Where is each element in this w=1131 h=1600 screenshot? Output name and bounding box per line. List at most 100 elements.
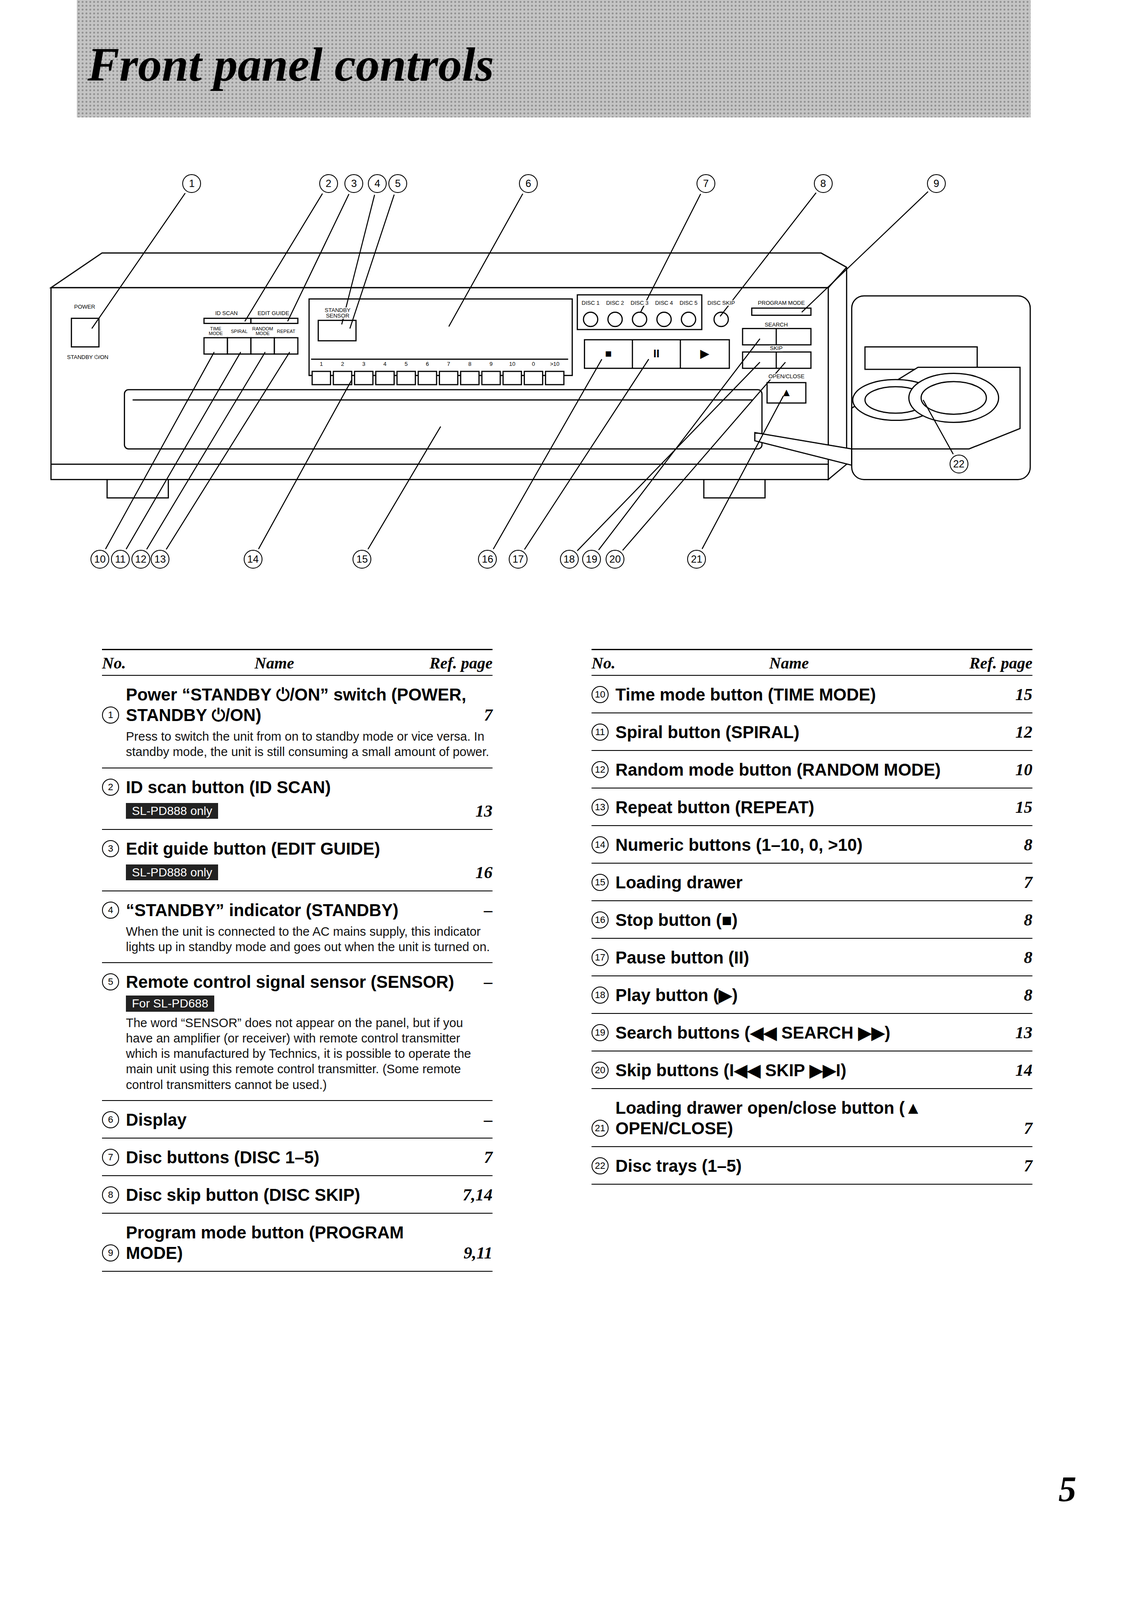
panel-marking: 7: [446, 361, 451, 368]
callout-number: 14: [243, 549, 263, 569]
model-badge: SL-PD888 only: [125, 864, 219, 881]
column-heading: No.: [102, 653, 171, 673]
panel-marking: >10: [549, 361, 560, 368]
table-row: 17Pause button (II)8: [591, 938, 1033, 977]
leader-line: [349, 194, 395, 329]
row-head: 17Pause button (II)8: [591, 947, 1033, 968]
panel-marking: 4: [382, 361, 387, 368]
sensor-window: [318, 320, 356, 341]
reference-page: 9,11: [463, 1242, 493, 1263]
page-title: Front panel controls: [87, 40, 494, 89]
leader-line: [105, 352, 215, 550]
reference-page: 8: [1023, 947, 1033, 968]
panel-marking: 1: [319, 361, 324, 368]
control-name: Loading drawer: [615, 871, 1016, 893]
player-drawing: [51, 253, 1031, 499]
reference-page: –: [483, 1109, 493, 1130]
callout-number: 4: [367, 174, 387, 193]
reference-page: 12: [1015, 721, 1033, 743]
edit-guide-button: [250, 318, 298, 324]
reference-table: No.NameRef. page10Time mode button (TIME…: [591, 648, 1033, 1185]
badge-slot: For SL-PD688: [125, 995, 215, 1012]
item-number: 8: [102, 1186, 120, 1204]
reference-page: 13: [475, 800, 493, 822]
reference-page: 7: [1023, 1155, 1033, 1176]
panel-marking: DISC 2: [605, 300, 625, 307]
leader-line: [577, 361, 760, 551]
control-name: Random mode button (RANDOM MODE): [615, 759, 1007, 780]
panel-marking: SENSOR: [325, 312, 350, 319]
disc-button: [681, 311, 696, 327]
badge-text: For SL-PD688: [131, 996, 209, 1011]
row-head: 20Skip buttons (I◀◀ SKIP ▶▶I)14: [591, 1059, 1033, 1081]
numeric-button: [481, 371, 501, 385]
description: When the unit is connected to the AC mai…: [125, 923, 493, 955]
row-head: 13Repeat button (REPEAT)15: [591, 796, 1033, 818]
item-number: 4: [102, 901, 120, 919]
callout-number: 8: [813, 174, 833, 193]
leader-line: [146, 352, 266, 550]
description: Press to switch the unit from on to stan…: [125, 728, 493, 760]
leader-line: [702, 395, 784, 549]
panel-marking: 5: [404, 361, 409, 368]
table-row: 10Time mode button (TIME MODE)15: [591, 675, 1033, 714]
row-head: 11Spiral button (SPIRAL)12: [591, 721, 1033, 743]
panel-marking: II: [652, 348, 660, 360]
item-number: 10: [591, 685, 609, 703]
callout-number: 11: [110, 549, 130, 569]
table-row: 18Play button (▶)8: [591, 976, 1033, 1014]
panel-marking: DISC 3: [630, 300, 650, 307]
panel-marking: EDIT GUIDE: [256, 310, 290, 317]
numeric-button: [311, 371, 331, 385]
control-name: Repeat button (REPEAT): [615, 796, 1007, 818]
callout-number: 12: [131, 549, 151, 569]
table-row: 19Search buttons (◀◀ SEARCH ▶▶)13: [591, 1013, 1033, 1052]
row-head: 12Random mode button (RANDOM MODE)10: [591, 759, 1033, 780]
callout-number: 10: [90, 549, 110, 569]
table-row: 3Edit guide button (EDIT GUIDE)SL-PD888 …: [102, 829, 493, 892]
callout-number: 1: [182, 174, 202, 193]
numeric-button: [333, 371, 352, 385]
panel-marking: 2: [340, 361, 345, 368]
row-head: 4“STANDBY” indicator (STANDBY)–: [102, 899, 493, 921]
callout-number: 18: [559, 549, 579, 569]
row-head: 7Disc buttons (DISC 1–5)7: [102, 1146, 493, 1168]
drawer-edge: [132, 399, 753, 401]
panel-marking: 3: [361, 361, 366, 368]
panel-marking: REPEAT: [274, 329, 298, 335]
column-heading: No.: [591, 653, 660, 673]
item-number: 17: [591, 948, 609, 966]
search-buttons: [742, 328, 811, 345]
mode-button: [204, 337, 228, 354]
reference-page: 8: [1023, 834, 1033, 855]
panel-marking: 6: [425, 361, 430, 368]
item-number: 3: [102, 839, 120, 857]
numeric-button: [545, 371, 564, 385]
panel-marking: 9: [489, 361, 493, 368]
callout-number: 3: [344, 174, 364, 193]
control-name: Loading drawer open/close button (▲ OPEN…: [615, 1097, 1016, 1139]
leader-line: [923, 399, 954, 455]
leader-line: [622, 361, 786, 551]
callout-number: 21: [687, 549, 706, 569]
reference-page: 7: [483, 704, 493, 726]
control-name: Search buttons (◀◀ SEARCH ▶▶): [615, 1022, 1007, 1043]
table-row: 5Remote control signal sensor (SENSOR)–F…: [102, 962, 493, 1101]
panel-marking: STANDBY: [324, 307, 351, 314]
numeric-strip: [311, 358, 569, 360]
callout-number: 5: [388, 174, 408, 193]
disc-button: [632, 311, 647, 327]
badge-line: SL-PD888 only13: [125, 800, 493, 822]
table-header: No.NameRef. page: [102, 648, 493, 676]
item-number: 2: [102, 778, 120, 796]
panel-marking: TIME MODE: [203, 326, 228, 337]
control-name: Spiral button (SPIRAL): [615, 721, 1007, 743]
id-scan-button: [204, 318, 251, 324]
disc-tray: [908, 373, 999, 423]
leader-line: [287, 194, 350, 322]
reference-page: 8: [1023, 909, 1033, 930]
item-number: 22: [591, 1157, 609, 1175]
mode-button: [250, 337, 275, 354]
disc-button: [607, 311, 622, 327]
